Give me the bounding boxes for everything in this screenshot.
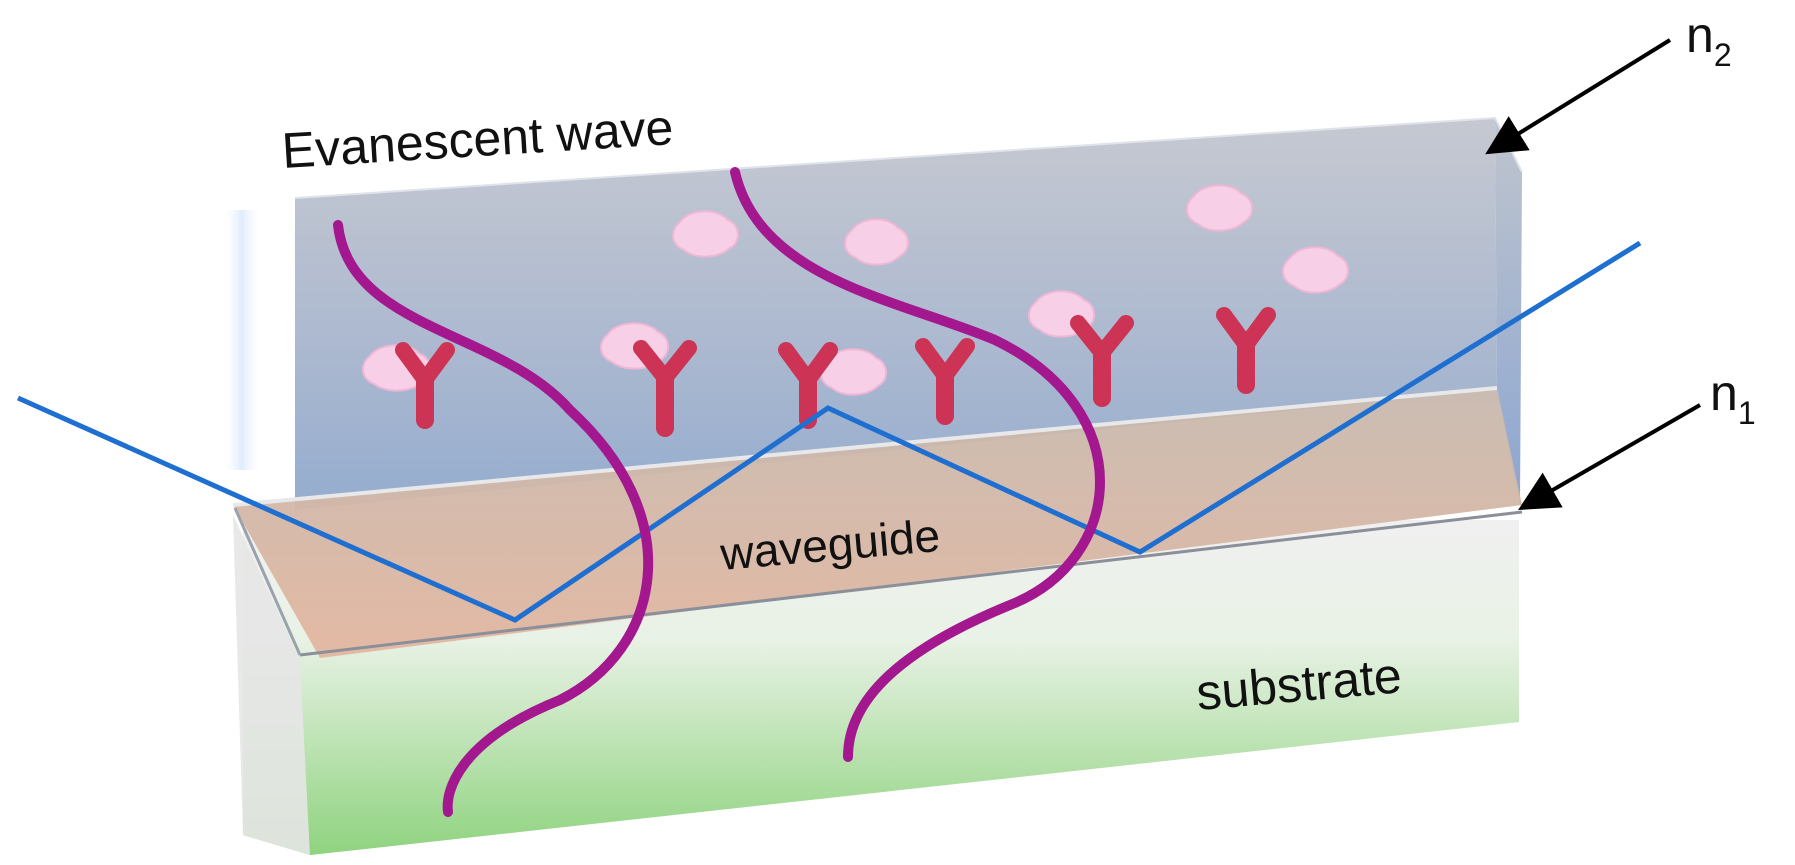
light-ray <box>16 240 1642 623</box>
n2-label: n2 <box>1686 7 1732 73</box>
n1-label: n1 <box>1710 365 1756 431</box>
antigen-blob-icon <box>672 210 739 258</box>
antibody-group <box>395 307 1276 437</box>
antigen-blob-icon <box>1282 246 1349 294</box>
evanescent-wave-curve <box>730 167 1105 762</box>
substrate-left-face <box>233 515 310 855</box>
antigen-blob-icon <box>1186 184 1253 232</box>
waveguide-bottom-edge <box>299 510 1523 657</box>
antibody-icon <box>778 342 838 429</box>
antibody-icon <box>633 340 697 437</box>
antibody-icon <box>1216 307 1276 394</box>
n2-arrow <box>1485 38 1672 155</box>
waveguide-top-edge <box>232 386 1498 507</box>
chamber-right-wall <box>1495 118 1522 505</box>
antibody-icon <box>915 338 975 425</box>
antibody-icon <box>1070 315 1134 407</box>
evanescent-wave-label: Evanescent wave <box>280 99 675 179</box>
left-glow <box>222 210 262 470</box>
n1-arrow <box>1518 403 1701 510</box>
antibody-icon <box>395 342 455 429</box>
antigen-group <box>362 184 1349 396</box>
antigen-blob-icon <box>820 348 887 396</box>
evanescent-wave-curve <box>333 220 654 817</box>
substrate-top <box>300 520 1519 855</box>
antigen-blob-icon <box>844 218 909 266</box>
waveguide-left-edge <box>233 507 302 656</box>
